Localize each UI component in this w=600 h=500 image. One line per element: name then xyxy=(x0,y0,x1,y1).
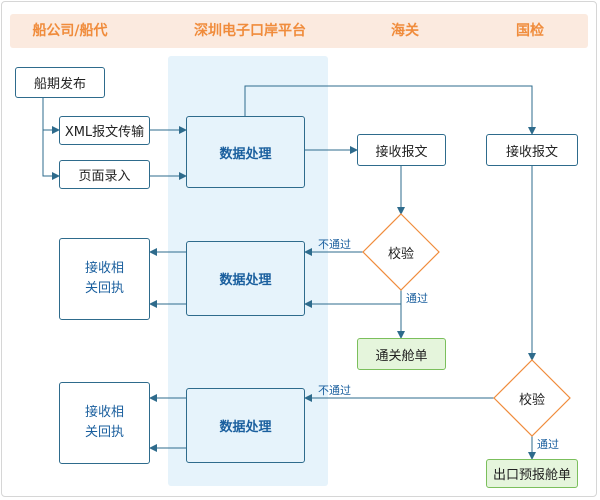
ciq-check-diamond xyxy=(493,359,571,437)
ciq-pass-label: 通过 xyxy=(537,438,559,451)
data-process-box-3: 数据处理 xyxy=(186,388,305,463)
lane-header: 船公司/船代 深圳电子口岸平台 海关 国检 xyxy=(10,14,588,48)
schedule-publish-box: 船期发布 xyxy=(15,67,105,98)
lane-title-platform: 深圳电子口岸平台 xyxy=(194,23,306,39)
reply-receipt-box-1: 接收相 关回执 xyxy=(59,238,150,320)
customs-fail-label: 不通过 xyxy=(318,238,351,251)
customs-check-label: 校验 xyxy=(387,247,414,262)
customs-receive-box: 接收报文 xyxy=(357,134,446,166)
reply-receipt-box-2: 接收相 关回执 xyxy=(59,382,150,464)
ciq-receive-box: 接收报文 xyxy=(486,134,578,166)
ciq-check-label: 校验 xyxy=(518,393,545,408)
customs-clearance-manifest-box: 通关舱单 xyxy=(357,338,446,370)
customs-check-diamond xyxy=(362,213,440,291)
manual-entry-box: 页面录入 xyxy=(59,160,150,189)
xml-transfer-box: XML报文传输 xyxy=(59,116,150,145)
export-manifest-box: 出口预报舱单 xyxy=(486,459,578,488)
data-process-box-2: 数据处理 xyxy=(186,241,305,316)
data-process-box-1: 数据处理 xyxy=(186,116,305,188)
lane-title-ciq: 国检 xyxy=(516,23,544,39)
lane-title-customs: 海关 xyxy=(391,23,419,39)
ciq-fail-label: 不通过 xyxy=(318,384,351,397)
lane-title-shipping: 船公司/船代 xyxy=(32,23,108,39)
customs-pass-label: 通过 xyxy=(406,292,428,305)
